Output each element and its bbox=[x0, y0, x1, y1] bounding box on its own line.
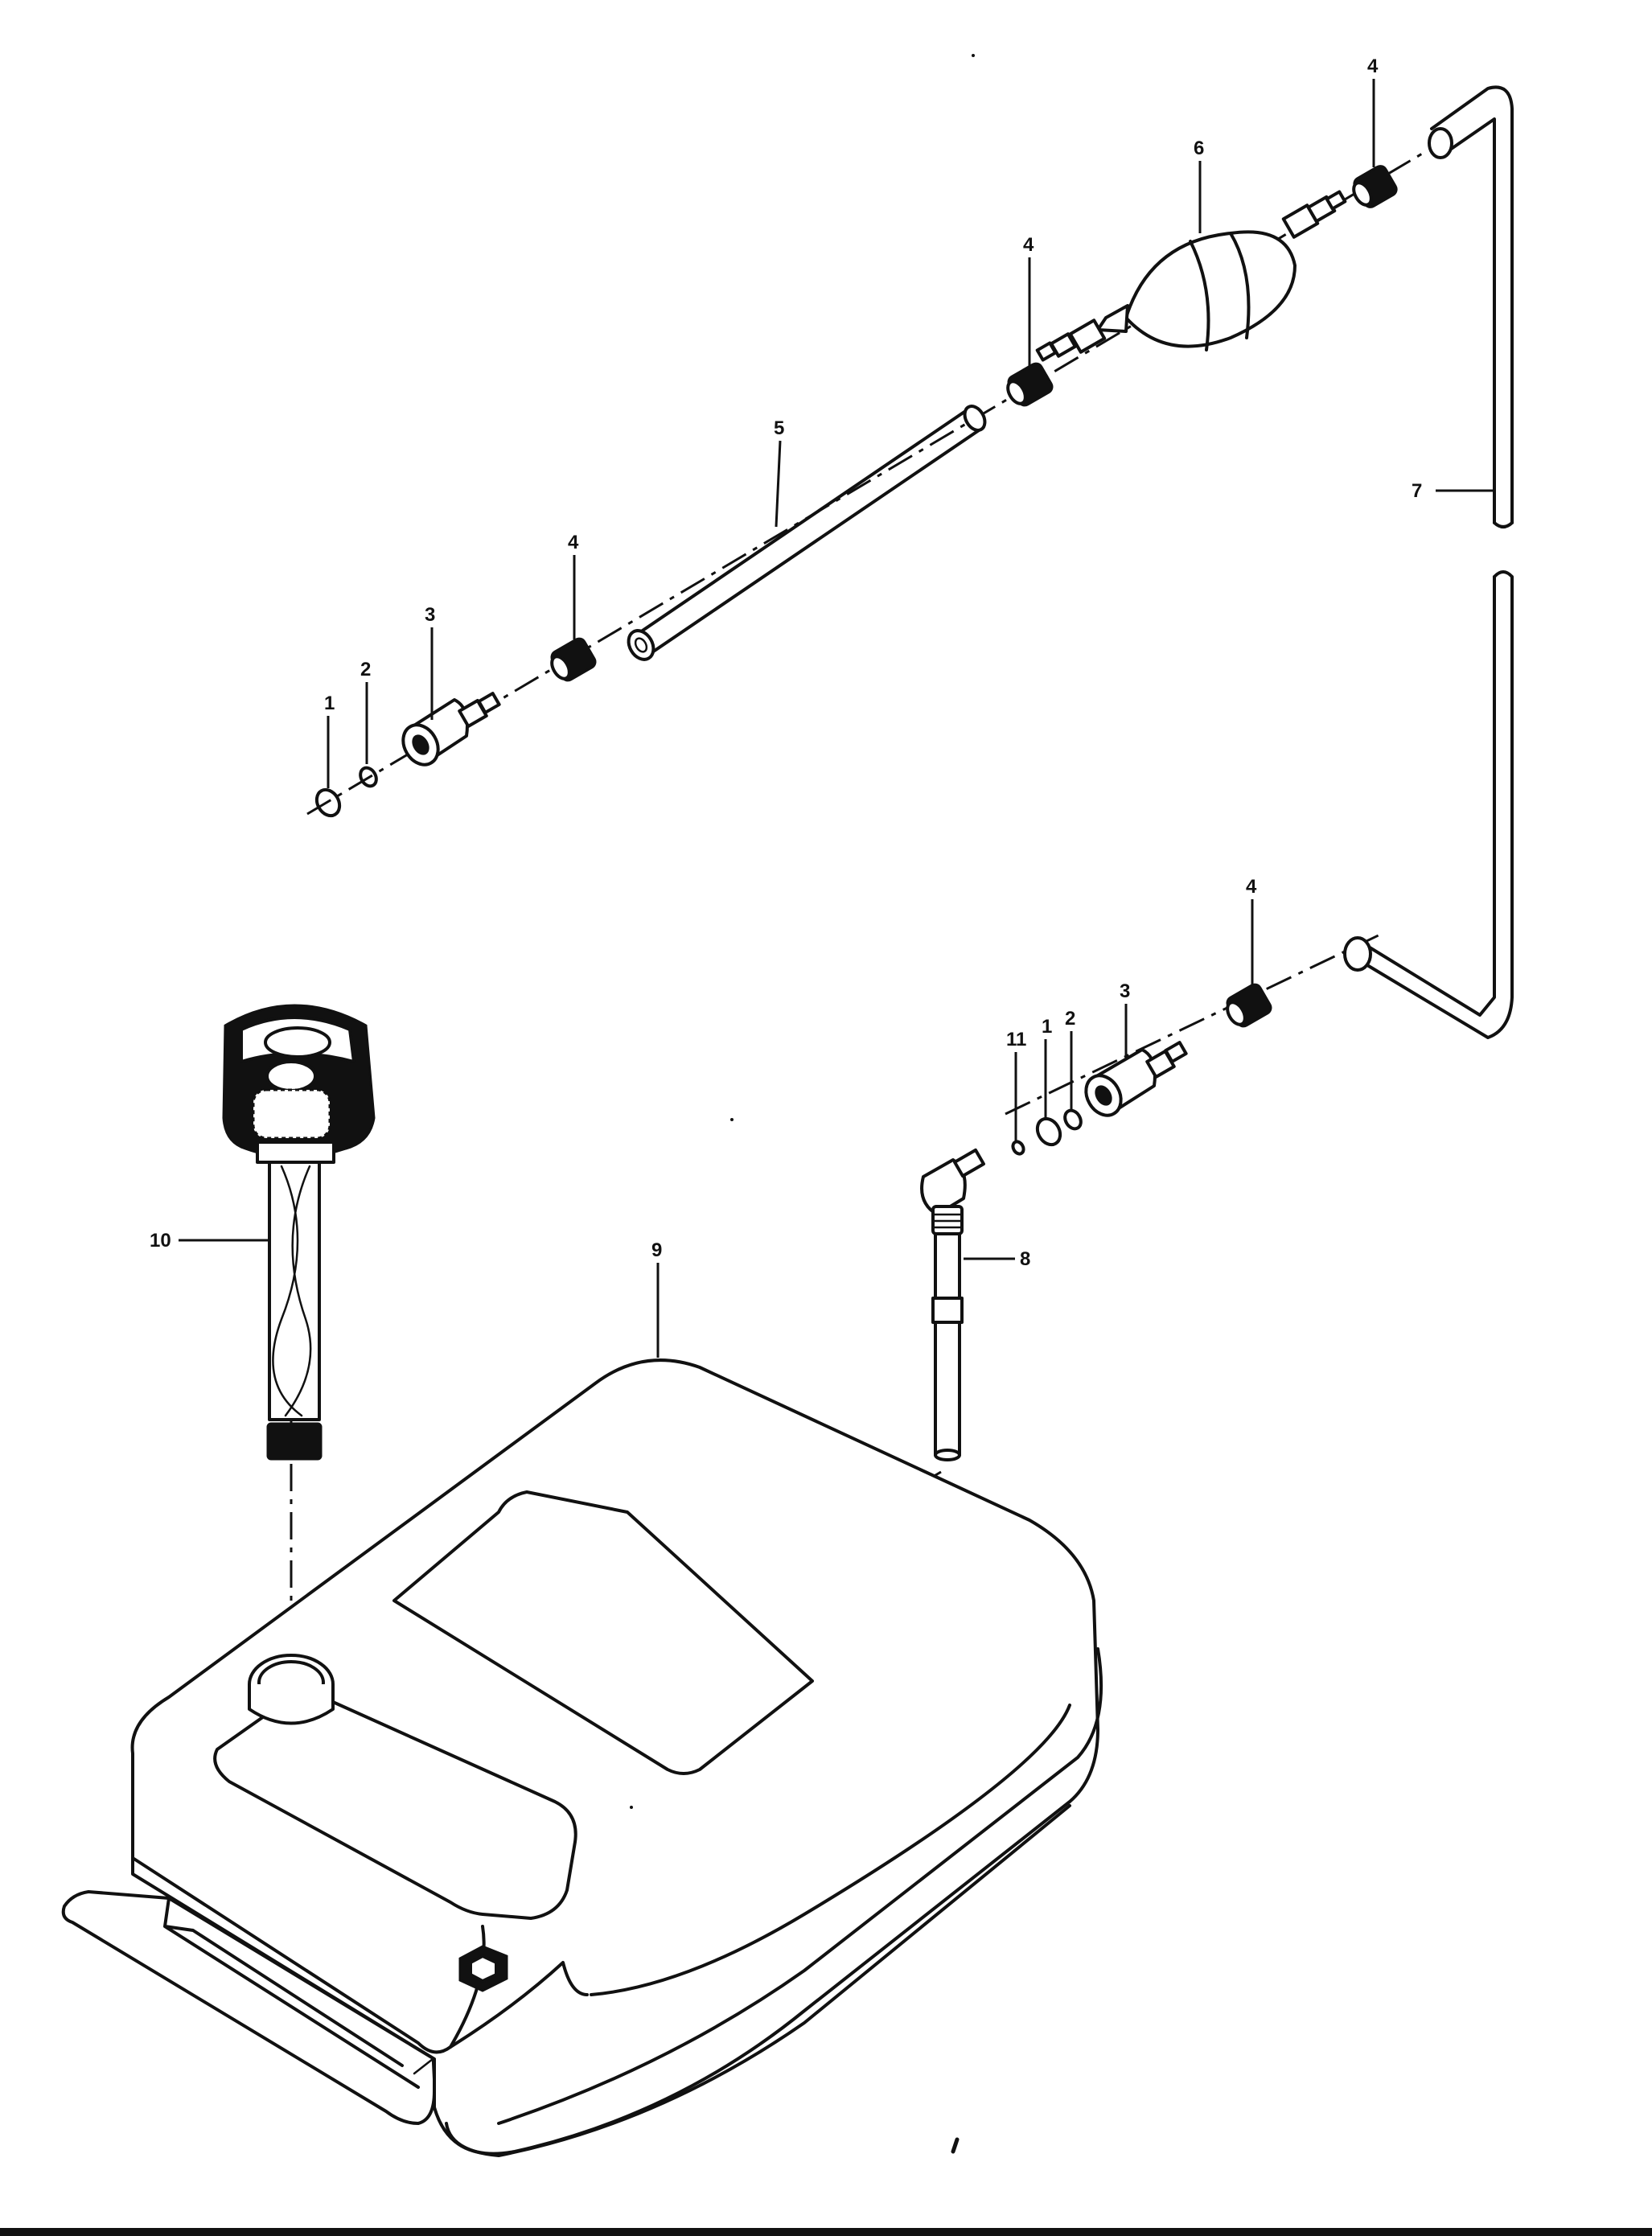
callout-4-lower: 4 bbox=[1246, 876, 1257, 898]
callout-2-upper: 2 bbox=[360, 659, 371, 680]
callout-3-lower: 3 bbox=[1120, 980, 1130, 1002]
part-3-connector-lower bbox=[1084, 1041, 1188, 1117]
part-2-o-ring-lower bbox=[1063, 1108, 1083, 1131]
part-4-clamp-upper-right bbox=[1352, 165, 1398, 208]
part-11-washer bbox=[1011, 1140, 1025, 1156]
callout-4-upper-left: 4 bbox=[568, 532, 579, 553]
lower-fuel-line-axis bbox=[1005, 931, 1384, 1116]
part-7-hose bbox=[1343, 85, 1514, 1039]
leader-lines bbox=[179, 79, 1494, 1358]
part-4-clamp-upper-middle bbox=[1006, 362, 1054, 407]
part-8-pickup-tube bbox=[920, 1148, 985, 1461]
part-10-filler-cap-gauge bbox=[222, 1004, 376, 1461]
callout-3-upper: 3 bbox=[425, 604, 435, 626]
callout-9: 9 bbox=[651, 1239, 662, 1261]
callout-1-lower: 1 bbox=[1042, 1016, 1052, 1038]
callout-10: 10 bbox=[150, 1230, 171, 1252]
callout-4-upper-right: 4 bbox=[1367, 55, 1379, 77]
part-6-primer-bulb bbox=[1035, 190, 1347, 362]
callout-5: 5 bbox=[774, 417, 784, 439]
bottom-border-rule bbox=[0, 2228, 1652, 2236]
callout-8: 8 bbox=[1020, 1248, 1030, 1270]
callout-4-upper-middle: 4 bbox=[1023, 234, 1034, 256]
callout-6: 6 bbox=[1194, 138, 1204, 159]
part-4-clamp-lower bbox=[1226, 983, 1272, 1028]
print-dots bbox=[630, 54, 975, 2154]
callout-labels: 1 2 3 4 5 4 6 4 7 4 3 2 1 11 8 9 10 bbox=[150, 55, 1422, 1270]
part-9-fuel-tank bbox=[61, 1358, 1103, 2157]
callout-11: 11 bbox=[1006, 1029, 1026, 1050]
part-4-clamp-upper-left bbox=[550, 637, 597, 682]
part-1-o-ring-lower bbox=[1035, 1116, 1062, 1147]
part-3-connector-upper bbox=[401, 692, 501, 767]
part-2-o-ring-upper bbox=[359, 766, 378, 788]
callout-2-lower: 2 bbox=[1065, 1008, 1075, 1030]
part-5-hose bbox=[627, 405, 987, 661]
part-1-o-ring-upper bbox=[314, 787, 342, 818]
callout-1-upper: 1 bbox=[324, 693, 335, 714]
callout-7: 7 bbox=[1412, 480, 1422, 502]
